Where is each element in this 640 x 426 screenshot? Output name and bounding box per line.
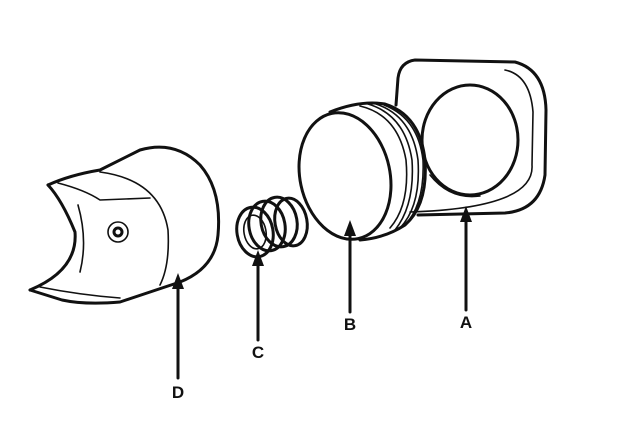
leader-arrow-d	[172, 273, 184, 380]
label-a: A	[460, 313, 472, 332]
label-d: D	[172, 383, 184, 402]
leader-arrow-a	[460, 206, 472, 312]
part-b-threaded-cap	[297, 101, 427, 242]
leader-arrow-c	[252, 250, 264, 342]
part-c-spring	[235, 195, 309, 259]
label-b: B	[344, 315, 356, 334]
part-d-shroud	[28, 145, 221, 305]
label-c: C	[252, 343, 264, 362]
leader-arrow-b	[344, 220, 356, 314]
